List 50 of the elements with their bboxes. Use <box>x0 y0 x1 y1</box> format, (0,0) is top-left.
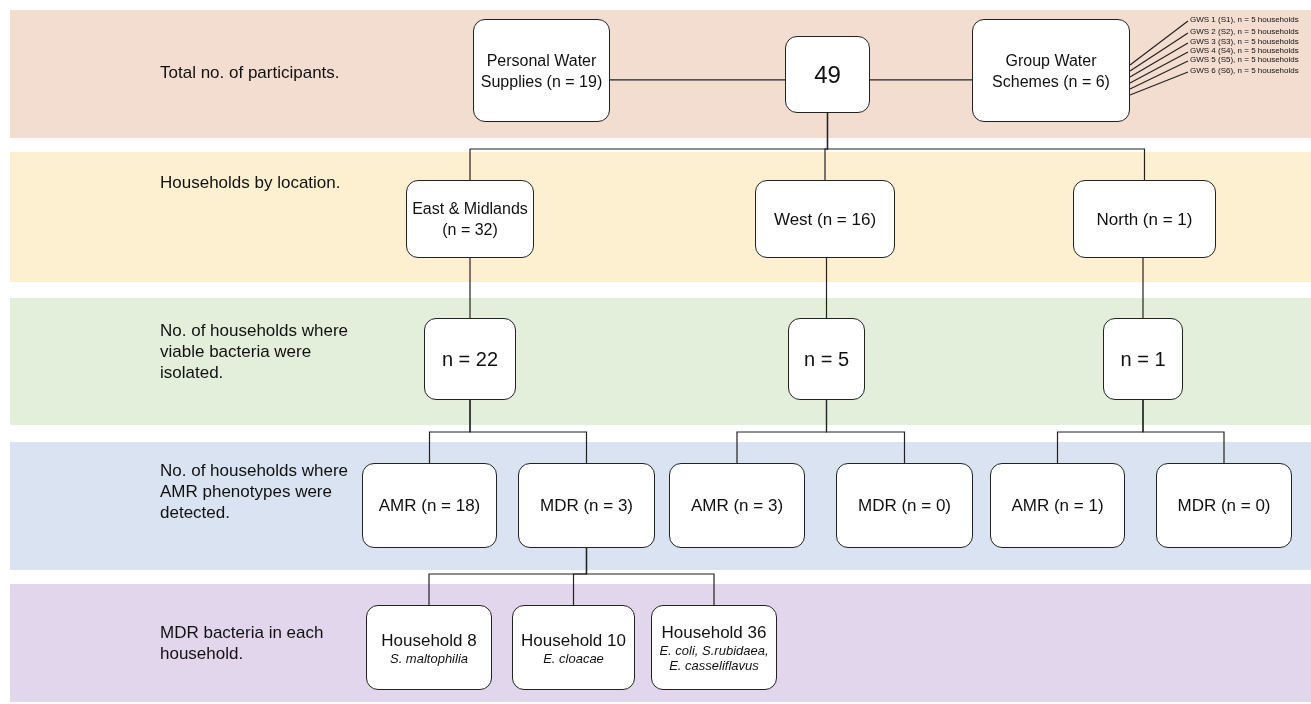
process-box: MDR (n = 0) <box>836 463 973 548</box>
row-band <box>10 298 1311 425</box>
process-box: Household 36 E. coli, S.rubidaea, E. casseliflavus <box>651 605 777 690</box>
row-band <box>10 442 1311 570</box>
process-box: n = 22 <box>424 318 516 400</box>
process-box: East & Midlands (n = 32) <box>406 180 534 258</box>
process-box: Personal Water Supplies (n = 19) <box>473 19 610 122</box>
connector-line <box>1142 257 1144 319</box>
row-band <box>10 152 1311 282</box>
process-box: Household 10 E. cloacae <box>512 605 635 690</box>
process-box: n = 1 <box>1103 318 1183 400</box>
process-box: MDR (n = 3) <box>518 463 655 548</box>
scheme-label: GWS 2 (S2), n = 5 households <box>1190 27 1299 37</box>
row-label: No. of households where viable bacteria were isolated. <box>160 320 350 383</box>
connector-line <box>1129 71 1189 96</box>
process-box: Group Water Schemes (n = 6) <box>972 19 1130 122</box>
connector-line <box>1142 399 1225 464</box>
scheme-label: GWS 1 (S1), n = 5 households <box>1190 15 1299 25</box>
connector-line <box>1129 51 1189 84</box>
process-box: AMR (n = 3) <box>669 463 805 548</box>
process-box: AMR (n = 1) <box>990 463 1125 548</box>
scheme-label: GWS 3 (S3), n = 5 households <box>1190 37 1299 47</box>
connector-line <box>469 399 588 464</box>
process-box: MDR (n = 0) <box>1156 463 1292 548</box>
process-box: 49 <box>785 36 870 113</box>
process-box: Household 8 S. maltophilia <box>366 605 492 690</box>
scheme-label: GWS 4 (S4), n = 5 households <box>1190 46 1299 56</box>
process-box: North (n = 1) <box>1073 180 1216 258</box>
row-label: No. of households where AMR phenotypes were detected. <box>160 460 350 523</box>
process-box: n = 5 <box>788 318 865 400</box>
connector-line <box>1129 32 1189 72</box>
row-band <box>10 10 1311 138</box>
connector-line <box>609 79 786 81</box>
scheme-label: GWS 5 (S5), n = 5 households <box>1190 55 1299 65</box>
scheme-label: GWS 6 (S6), n = 5 households <box>1190 66 1299 76</box>
connector-line <box>469 257 471 319</box>
process-box: West (n = 16) <box>755 180 895 258</box>
row-label: Total no. of participants. <box>160 62 341 83</box>
connector-line <box>1129 42 1189 78</box>
connector-line <box>585 547 715 606</box>
row-band <box>10 584 1311 702</box>
connector-line <box>825 399 906 464</box>
connector-line <box>826 112 1146 181</box>
connector-line <box>1129 60 1189 90</box>
row-label: MDR bacteria in each household. <box>160 622 325 664</box>
process-box: AMR (n = 18) <box>362 463 497 548</box>
row-label: Households by location. <box>160 172 342 193</box>
connector-line <box>1129 20 1189 66</box>
connector-line <box>825 257 828 319</box>
connector-line <box>869 79 973 81</box>
